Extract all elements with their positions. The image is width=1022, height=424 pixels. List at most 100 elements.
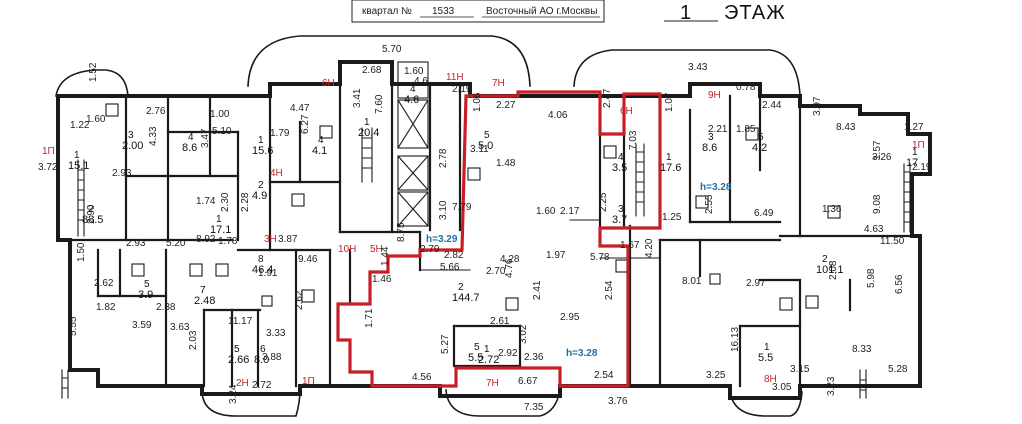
dimension-label: 9.08 [872, 194, 883, 214]
dimension-label: 2.54 [604, 280, 615, 300]
dimension-label: 2.79 [420, 244, 440, 255]
dimension-label: 2.93 [112, 168, 132, 179]
room-number: 3 [128, 130, 134, 141]
dimension-label: 5.78 [590, 252, 610, 263]
dimension-label: 2.19 [452, 84, 472, 95]
unit-label: 10Н [338, 244, 356, 255]
dimension-label: 1.25 [662, 212, 682, 223]
room-number: 2 [258, 180, 264, 191]
dimension-label: 2.41 [532, 280, 543, 300]
header: квартал № 1533 Восточный АО г.Москвы 1 Э… [351, 0, 786, 24]
unit-label: 8Н [764, 374, 777, 385]
outer-walls [56, 60, 932, 400]
dimension-label: 2.30 [220, 192, 231, 212]
dimension-label: 2.92 [498, 348, 518, 359]
ceiling-height: h=3.28 [700, 182, 732, 193]
room-area: 144.7 [452, 292, 480, 304]
dimension-label: 3.47 [200, 128, 211, 148]
dimension-label: 5.10 [212, 126, 232, 137]
dimension-label: 2.93 [126, 238, 146, 249]
dimension-label: 1.60 [404, 66, 424, 77]
dimension-label: 1.79 [270, 128, 290, 139]
dimension-label: 2.28 [240, 192, 251, 212]
block-number: 1533 [432, 6, 455, 17]
dimension-label: 7.79 [452, 202, 472, 213]
dimension-label: 5.20 [166, 238, 186, 249]
dimension-label: 3.41 [352, 88, 363, 108]
dimension-label: 3.24 [228, 384, 239, 404]
floor-label: ЭТАЖ [724, 2, 786, 24]
room-area: 17 [906, 157, 918, 169]
room-area: 88.5 [82, 214, 103, 226]
room-number: 5 [758, 132, 764, 143]
dimension-label: 1.06 [472, 92, 483, 112]
dimension-label: 6.27 [300, 114, 311, 134]
unit-label: 11Н [446, 72, 464, 83]
unit-label: 1П [912, 140, 925, 151]
labels: 115.1288.532.0048.6115.644.124.9117.1120… [38, 44, 932, 413]
dimension-label: 2.17 [560, 206, 580, 217]
dimension-label: 2.36 [524, 352, 544, 363]
room-area: 4.1 [312, 145, 327, 157]
dimension-label: 1.36 [822, 204, 842, 215]
block-label: квартал № [362, 6, 412, 17]
room-area: 3.7 [612, 214, 627, 226]
dimension-label: 2.78 [438, 148, 449, 168]
dimension-label: 2.82 [444, 250, 464, 261]
dimension-label: 3.97 [812, 96, 823, 116]
room-number: 6 [260, 344, 266, 355]
dimension-label: 8.01 [682, 276, 702, 287]
room-area: 2.48 [194, 295, 215, 307]
dimension-label: 2.70 [486, 266, 506, 277]
room-number: 5 [484, 130, 490, 141]
dimension-label: 3.11 [470, 144, 489, 155]
dimension-label: 11.17 [228, 316, 253, 327]
interior-walls [68, 82, 922, 388]
dimension-label: 4.06 [548, 110, 568, 121]
unit-label: 1П [302, 376, 315, 387]
room-area: 5.5 [758, 352, 773, 364]
dimension-label: 1.48 [496, 158, 516, 169]
dimension-label: 0.78 [736, 82, 756, 93]
unit-label: 2Н [236, 378, 249, 389]
dimension-label: 1.07 [664, 92, 675, 112]
room-number: 2 [458, 282, 464, 293]
unit-label: 4Н [270, 168, 283, 179]
dimension-label: 8.92 [196, 234, 216, 245]
room-number: 5 [234, 344, 240, 355]
dimension-label: 2.03 [188, 330, 199, 350]
dimension-label: 6.67 [518, 376, 538, 387]
bay-outlines [55, 35, 803, 417]
dimension-label: 6.56 [894, 274, 905, 294]
room-number: 1 [364, 117, 370, 128]
unit-label: 1П [42, 146, 55, 157]
dimension-label: 1.82 [96, 302, 116, 313]
room-area: 15.6 [252, 145, 273, 157]
room-area: 46.4 [252, 264, 273, 276]
floor-number: 1 [680, 2, 692, 24]
dimension-label: 8.75 [396, 222, 407, 242]
dimension-label: 1.67 [620, 240, 640, 251]
dimension-label: 1.22 [70, 120, 90, 131]
room-number: 7 [200, 285, 206, 296]
dimension-label: 2.76 [146, 106, 166, 117]
dimension-label: 2.55 [704, 194, 715, 214]
dimension-label: 3.88 [262, 352, 282, 363]
ceiling-height: h=3.28 [566, 348, 598, 359]
dimension-label: 2.54 [594, 370, 614, 381]
dimension-label: 4.47 [290, 103, 310, 114]
room-number: 1 [258, 135, 264, 146]
dimension-label: 1.85 [736, 124, 756, 135]
dimension-label: 3.02 [518, 324, 529, 344]
room-number: 1 [912, 147, 918, 158]
dimension-label: 2.44 [762, 100, 782, 111]
room-area: 5.0 [478, 140, 493, 152]
room-number: 1 [666, 152, 672, 163]
dimension-label: 3.10 [438, 200, 449, 220]
dimension-label: 1.52 [88, 62, 99, 82]
room-area: 8.6 [182, 142, 197, 154]
room-number: 2 [822, 254, 828, 265]
dimension-label: 3.25 [706, 370, 726, 381]
dimension-label: 1.27 [904, 122, 924, 133]
room-area: 101.1 [816, 264, 844, 276]
